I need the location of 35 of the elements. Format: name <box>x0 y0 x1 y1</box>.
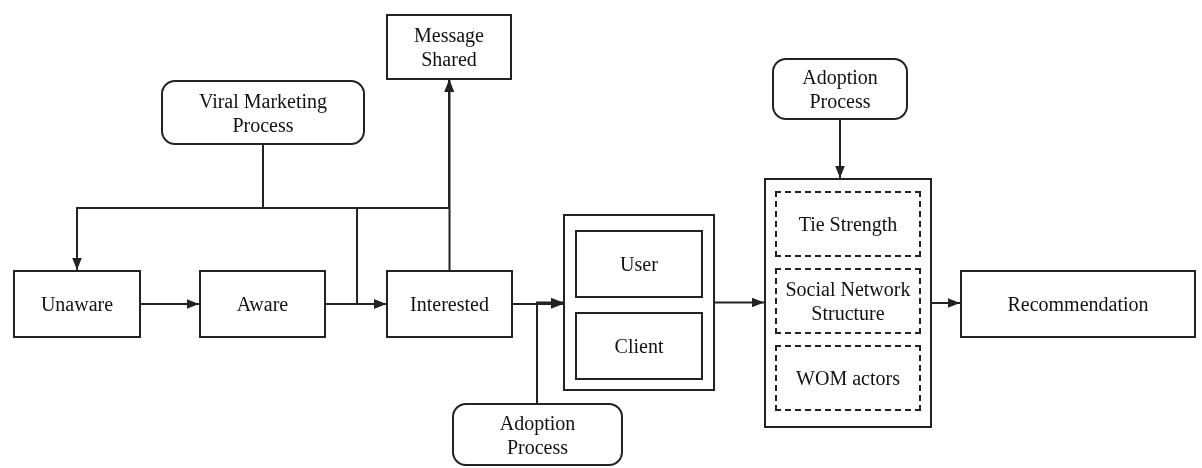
process-box <box>575 230 703 298</box>
dashed-box <box>775 345 921 411</box>
arrow <box>714 297 765 308</box>
arrow <box>835 119 845 179</box>
rounded-box <box>772 58 908 120</box>
node-label: Interested <box>410 292 489 316</box>
node-label: Client <box>614 334 664 358</box>
arrow <box>325 299 387 309</box>
arrow <box>931 298 961 308</box>
arrow <box>444 79 455 271</box>
node-label: Message Shared <box>413 23 485 71</box>
node-label: Social Network Structure <box>784 277 912 325</box>
node-label: Recommendation <box>1007 292 1149 316</box>
container-box <box>563 214 715 391</box>
node-label: Adoption Process <box>498 410 577 459</box>
dashed-box <box>775 191 921 257</box>
rounded-box <box>161 80 365 145</box>
process-box <box>13 270 141 338</box>
node-label: WOM actors <box>796 366 900 390</box>
process-box <box>960 270 1196 338</box>
node-label: User <box>620 252 658 276</box>
process-box <box>575 312 703 380</box>
node-label: Tie Strength <box>798 212 898 236</box>
process-box <box>386 14 512 80</box>
rounded-box <box>452 403 623 466</box>
arrow <box>140 299 200 309</box>
process-box <box>386 270 513 338</box>
node-label: Unaware <box>40 292 114 316</box>
arrow <box>536 297 564 404</box>
node-label: Aware <box>236 292 289 316</box>
dashed-box <box>775 268 921 334</box>
container-box <box>764 178 932 428</box>
process-box <box>199 270 326 338</box>
node-label: Viral Marketing Process <box>197 88 329 137</box>
node-label: Adoption Process <box>801 65 879 113</box>
